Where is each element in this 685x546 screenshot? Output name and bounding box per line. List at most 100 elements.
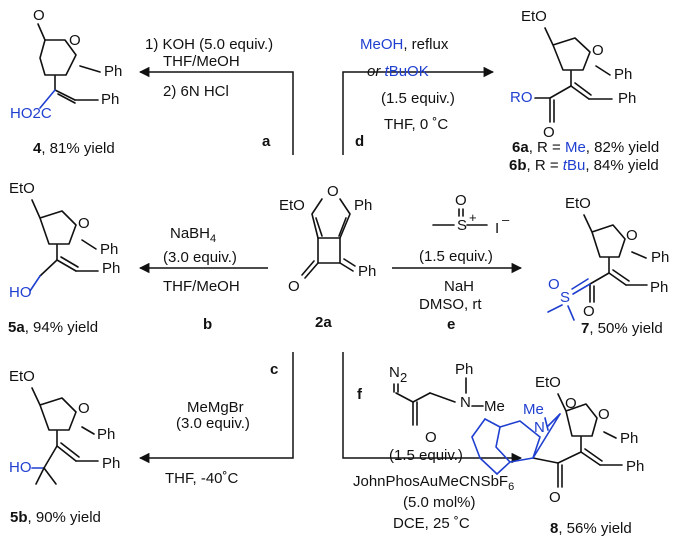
svg-text:2: 2 [400, 370, 407, 385]
svg-text:O: O [78, 215, 90, 232]
cond-d-line2: or tBuOK [367, 63, 429, 80]
cond-f-line3: (5.0 mol%) [403, 494, 476, 511]
cond-f-line4: DCE, 25 ˚C [393, 515, 470, 532]
svg-text:EtO: EtO [9, 180, 35, 197]
svg-text:+: + [469, 210, 477, 225]
svg-text:2a: 2a [315, 314, 332, 331]
cond-c-line1: MeMgBr [187, 399, 244, 416]
svg-text:EtO: EtO [9, 368, 35, 385]
svg-text:Ph: Ph [455, 361, 473, 378]
cond-b-line1: NaBH4 [170, 225, 216, 245]
compound-8: EtO O Ph Ph Me N O O 8, 56% yield [471, 374, 644, 537]
svg-text:Ph: Ph [104, 63, 122, 80]
svg-text:O: O [626, 227, 638, 244]
svg-text:O: O [327, 183, 339, 200]
compound-7: EtO O Ph Ph O S O 7, 50% yield [547, 195, 669, 337]
svg-text:O: O [592, 42, 604, 59]
svg-text:O: O [549, 489, 561, 506]
svg-text:5b, 90% yield: 5b, 90% yield [10, 509, 101, 526]
svg-text:Ph: Ph [651, 249, 669, 266]
svg-text:Me: Me [484, 398, 505, 415]
label-c: c [270, 361, 278, 378]
svg-text:4, 81% yield: 4, 81% yield [33, 140, 115, 157]
svg-text:Ph: Ph [358, 263, 376, 280]
svg-text:O: O [565, 395, 577, 412]
label-b: b [203, 316, 212, 333]
cond-a-line1: 1) KOH (5.0 equiv.) [145, 36, 273, 53]
label-a: a [262, 133, 271, 150]
compound-6: EtO O Ph Ph RO O 6a, R = Me, 82% yield 6… [509, 8, 659, 174]
svg-text:N: N [460, 394, 471, 411]
arrow-f [342, 352, 523, 464]
arrow-a [138, 66, 294, 155]
svg-text:Ph: Ph [626, 458, 644, 475]
svg-text:HO: HO [9, 284, 32, 301]
arrow-c [138, 352, 294, 464]
svg-text:Ph: Ph [650, 279, 668, 296]
sulfoxonium-reagent: O S + I – [432, 192, 510, 237]
compound-4: O O Ph Ph HO2C 4, 81% yield [10, 7, 122, 157]
svg-text:O: O [33, 7, 45, 24]
svg-text:EtO: EtO [565, 195, 591, 212]
svg-text:7, 50% yield: 7, 50% yield [581, 320, 663, 337]
cond-f-line2: JohnPhosAuMeCNSbF6 [353, 473, 514, 493]
svg-text:N: N [389, 364, 400, 381]
label-d: d [355, 133, 364, 150]
svg-text:Ph: Ph [101, 91, 119, 108]
compound-2a: EtO O Ph O Ph 2a [279, 183, 376, 331]
svg-text:8, 56% yield: 8, 56% yield [550, 520, 632, 537]
svg-text:Ph: Ph [618, 90, 636, 107]
svg-text:S: S [457, 217, 467, 234]
cond-e-line2: NaH [444, 278, 474, 295]
cond-d-line4: THF, 0 ˚C [384, 116, 448, 133]
cond-d-line3: (1.5 equiv.) [381, 90, 455, 107]
svg-text:EtO: EtO [535, 374, 561, 391]
svg-text:O: O [455, 192, 467, 209]
svg-text:6b, R = tBu, 84% yield: 6b, R = tBu, 84% yield [509, 157, 659, 174]
svg-text:S: S [560, 289, 570, 306]
svg-text:Me: Me [523, 401, 544, 418]
svg-text:N: N [534, 419, 545, 436]
svg-text:O: O [548, 276, 560, 293]
svg-text:Ph: Ph [97, 426, 115, 443]
svg-text:O: O [78, 400, 90, 417]
svg-text:HO: HO [9, 459, 32, 476]
diazo-amide-reagent: N 2 Ph N Me O [389, 361, 505, 446]
cond-f-line1: (1.5 equiv.) [389, 447, 463, 464]
svg-text:O: O [543, 124, 555, 141]
cond-a-line2: THF/MeOH [163, 53, 240, 70]
cond-b-line2: (3.0 equiv.) [163, 249, 237, 266]
svg-text:RO: RO [510, 89, 533, 106]
cond-c-line2: (3.0 equiv.) [176, 415, 250, 432]
svg-text:Ph: Ph [614, 66, 632, 83]
svg-text:EtO: EtO [279, 197, 305, 214]
svg-text:O: O [425, 429, 437, 446]
svg-text:EtO: EtO [521, 8, 547, 25]
svg-text:I: I [495, 220, 499, 237]
svg-text:Ph: Ph [354, 197, 372, 214]
cond-e-line1: (1.5 equiv.) [419, 248, 493, 265]
label-e: e [447, 316, 455, 333]
label-f: f [357, 386, 363, 403]
svg-text:HO2C: HO2C [10, 105, 52, 122]
svg-text:Ph: Ph [620, 430, 638, 447]
compound-5b: EtO O Ph Ph HO 5b, 90% yield [9, 368, 120, 526]
cond-d-line1: MeOH, reflux [360, 36, 449, 53]
svg-text:6a, R = Me, 82% yield: 6a, R = Me, 82% yield [512, 139, 659, 156]
cond-b-line3: THF/MeOH [163, 278, 240, 295]
cond-c-line3: THF, -40˚C [165, 470, 239, 487]
svg-text:Ph: Ph [102, 260, 120, 277]
cond-a-line3: 2) 6N HCl [163, 83, 229, 100]
svg-text:O: O [69, 32, 81, 49]
svg-text:O: O [598, 406, 610, 423]
cond-e-line3: DMSO, rt [419, 296, 482, 313]
svg-text:Ph: Ph [100, 241, 118, 258]
svg-text:O: O [288, 278, 300, 295]
svg-text:–: – [502, 212, 510, 227]
svg-text:Ph: Ph [102, 455, 120, 472]
arrow-d [342, 66, 495, 155]
svg-text:O: O [583, 303, 595, 320]
svg-text:5a, 94% yield: 5a, 94% yield [8, 319, 98, 336]
compound-5a: EtO O Ph Ph HO 5a, 94% yield [8, 180, 120, 336]
